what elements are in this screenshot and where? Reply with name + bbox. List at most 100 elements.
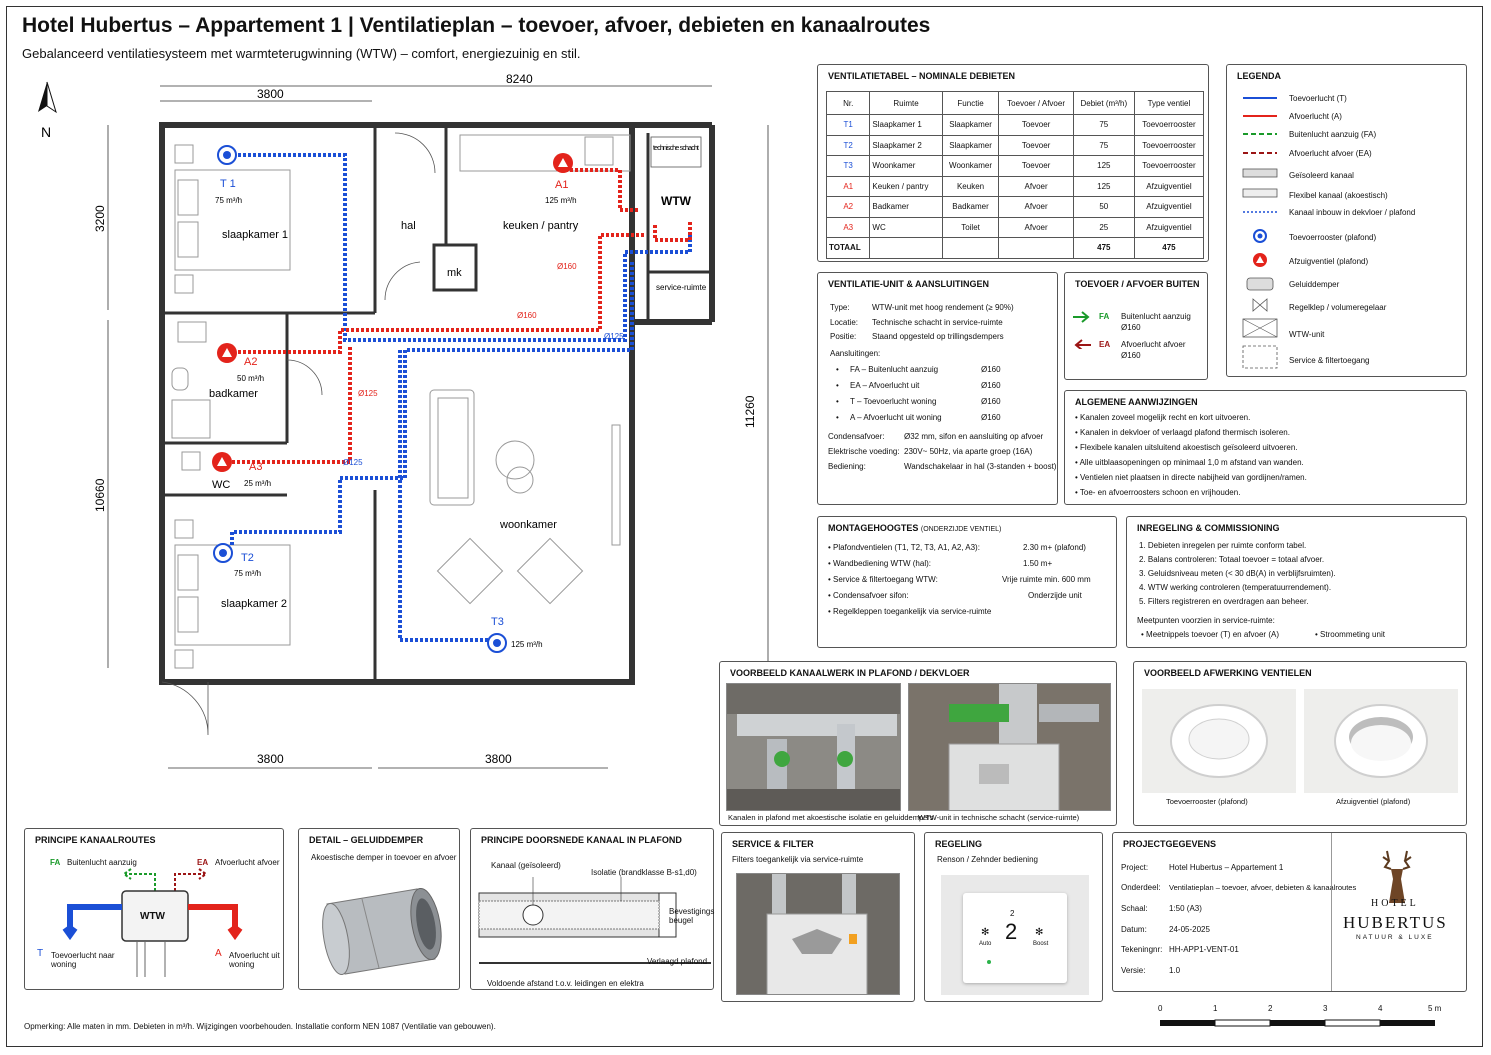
control-panel: REGELING Renson / Zehnder bediening 2 2 … — [924, 832, 1103, 1002]
commissioning-panel: INREGELING & COMMISSIONING 1. Debieten i… — [1126, 516, 1467, 648]
control-device: 2 2 ✻ Auto ✻ Boost — [941, 875, 1089, 995]
room-mk: mk — [447, 267, 462, 279]
room-slaapkamer1: slaapkamer 1 — [222, 229, 288, 241]
room-slaapkamer2: slaapkamer 2 — [221, 598, 287, 610]
ductwork-example-panel: VOORBEELD KANAALWERK IN PLAFOND / DEKVLO… — [719, 661, 1117, 826]
vent-a3-flow: 25 m³/h — [244, 479, 271, 488]
general-notes-title: ALGEMENE AANWIJZINGEN — [1075, 397, 1198, 407]
unit-panel: VENTILATIE-UNIT & AANSLUITINGEN Type: WT… — [817, 272, 1058, 505]
floor-plan: N 8240 3800 3800 3800 3200 10660 11260 — [38, 72, 769, 769]
dim-top-left: 3800 — [257, 87, 284, 101]
vent-a3-code: A3 — [249, 461, 262, 473]
dim-top-total: 8240 — [506, 72, 533, 86]
fan-icon: ✻ — [981, 927, 990, 938]
service-photo — [736, 873, 900, 995]
table-header-row: Nr. Ruimte Functie Toevoer / Afvoer Debi… — [825, 91, 1205, 115]
room-hal: hal — [401, 220, 416, 232]
supply-grille-photo — [1142, 689, 1296, 793]
logo-hotel: HOTEL — [1371, 898, 1419, 909]
scale-label-2: 2 — [1268, 1004, 1273, 1013]
legend-item-8: Afzuigventiel (plafond) — [1289, 257, 1369, 266]
silencer-title: DETAIL – GELUIDDEMPER — [309, 835, 424, 845]
mounting-heights-panel: MONTAGEHOOGTES (ONDERZIJDE VENTIEL) • Pl… — [817, 516, 1117, 648]
legend-item-0: Toevoerlucht (T) — [1289, 94, 1347, 103]
silencer-panel: DETAIL – GELUIDDEMPER Akoestische demper… — [298, 828, 460, 990]
vent-finish-title: VOORBEELD AFWERKING VENTIELEN — [1144, 668, 1312, 678]
page-title: Hotel Hubertus – Appartement 1 | Ventila… — [22, 14, 931, 37]
legend-item-7: Toevoerrooster (plafond) — [1289, 233, 1377, 242]
vent-t2-flow: 75 m³/h — [234, 569, 261, 578]
vent-t1-flow: 75 m³/h — [215, 196, 242, 205]
room-service: service-ruimte — [656, 283, 707, 292]
room-wtw: WTW — [661, 194, 692, 208]
vent-a1-flow: 125 m³/h — [545, 196, 577, 205]
legend-item-3: Afvoerlucht afvoer (EA) — [1289, 149, 1372, 158]
duct-label-125c: Ø125 — [604, 332, 624, 341]
outside-title: TOEVOER / AFVOER BUITEN — [1075, 279, 1200, 289]
principle-title: PRINCIPE KANAALROUTES — [35, 835, 156, 845]
legend-item-1: Afvoerlucht (A) — [1289, 112, 1342, 121]
boost-icon: ✻ — [1035, 927, 1044, 938]
legend-title: LEGENDA — [1237, 71, 1282, 81]
logo-tagline: NATUUR & LUXE — [1356, 934, 1434, 941]
exhaust-vent-a1-icon — [553, 153, 573, 173]
duct-section-diagram — [478, 877, 711, 964]
dim-left-top: 3200 — [93, 205, 107, 232]
project-panel: PROJECTGEGEVENS Project: Hotel Hubertus … — [1112, 832, 1467, 992]
vent-a1-code: A1 — [555, 179, 568, 191]
duct-section-panel: PRINCIPE DOORSNEDE KANAAL IN PLAFOND Kan… — [470, 828, 714, 990]
control-small-number: 2 — [1010, 909, 1015, 918]
outside-arrows — [1073, 311, 1091, 349]
room-technische: technische schacht — [653, 145, 699, 152]
legend-exhaust-vent-icon — [1253, 253, 1267, 267]
duct-label-125b: Ø125 — [343, 458, 363, 467]
duct-label-160a: Ø160 — [557, 262, 577, 271]
principle-diagram — [62, 868, 243, 977]
north-arrow-icon — [38, 81, 57, 114]
vent-t1-code: T 1 — [220, 178, 236, 190]
legend-item-6: Kanaal inbouw in dekvloer / plafond — [1289, 208, 1416, 217]
control-display[interactable]: 2 — [1005, 919, 1018, 944]
exhaust-vent-a2-icon — [217, 343, 237, 363]
ventilation-table: Nr. Ruimte Functie Toevoer / Afvoer Debi… — [825, 91, 1205, 259]
vent-t3-code: T3 — [491, 616, 504, 628]
ductwork-photo-1 — [726, 683, 901, 811]
commissioning-title: INREGELING & COMMISSIONING — [1137, 523, 1280, 533]
exhaust-vent-a3-icon — [212, 452, 232, 472]
table-total-row: TOTAAL 475 475 — [825, 237, 1205, 259]
legend-panel: LEGENDA Toevoerlucht (T) Afvoerlucht (A)… — [1226, 64, 1467, 377]
legend-symbols — [1242, 97, 1278, 369]
duct-label-125a: Ø125 — [358, 389, 378, 398]
legend-item-11: WTW-unit — [1289, 330, 1325, 339]
project-title: PROJECTGEGEVENS — [1123, 839, 1217, 849]
vent-a2-flow: 50 m³/h — [237, 374, 264, 383]
duct-label-160b: Ø160 — [517, 311, 537, 320]
control-title: REGELING — [935, 839, 983, 849]
scale-label-0: 0 — [1158, 1004, 1163, 1013]
control-auto-label[interactable]: Auto — [979, 941, 992, 947]
scale-label-5: 5 m — [1428, 1004, 1442, 1013]
vent-t3-flow: 125 m³/h — [511, 640, 543, 649]
mounting-title: MONTAGEHOOGTES — [828, 523, 919, 533]
status-led-icon — [987, 960, 991, 964]
ventilation-table-title: VENTILATIETABEL – NOMINALE DEBIETEN — [828, 71, 1016, 81]
page-subtitle: Gebalanceerd ventilatiesysteem met warmt… — [22, 46, 581, 61]
footer-note: Opmerking: Alle maten in mm. Debieten in… — [24, 1022, 496, 1031]
legend-item-12: Service & filtertoegang — [1289, 356, 1370, 365]
duct-section-title: PRINCIPE DOORSNEDE KANAAL IN PLAFOND — [481, 835, 682, 845]
legend-item-10: Regelklep / volumeregelaar — [1289, 303, 1387, 312]
vent-t2-code: T2 — [241, 552, 254, 564]
legend-item-9: Geluiddemper — [1289, 280, 1340, 289]
vent-a2-code: A2 — [244, 356, 257, 368]
legend-supply-vent-icon — [1253, 229, 1267, 243]
dim-bottom-left: 3800 — [257, 752, 284, 766]
ductwork-photo-2 — [908, 683, 1111, 811]
logo-name: HUBERTUS — [1343, 913, 1448, 932]
stag-logo-icon — [1382, 850, 1412, 903]
scale-label-4: 4 — [1378, 1004, 1383, 1013]
control-boost-label[interactable]: Boost — [1033, 941, 1049, 947]
vent-finish-panel: VOORBEELD AFWERKING VENTIELEN Toevoerroo… — [1133, 661, 1467, 826]
